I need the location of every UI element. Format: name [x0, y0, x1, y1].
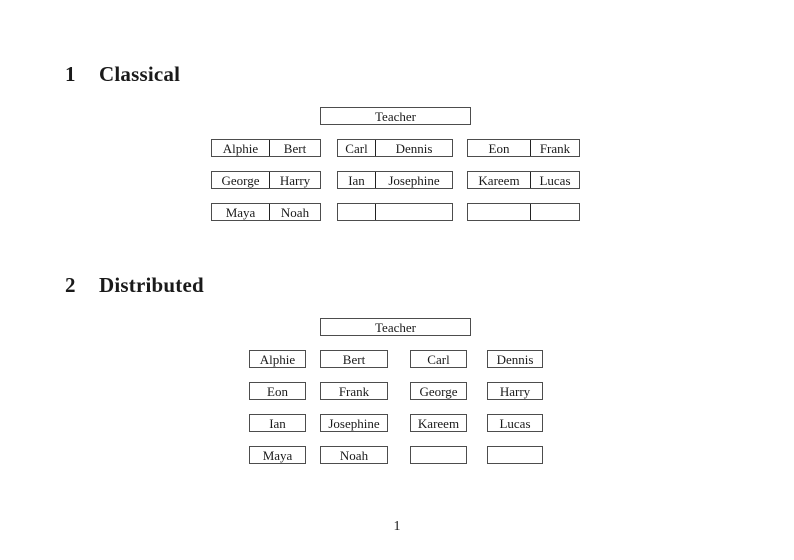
student-name: Carl: [427, 351, 450, 367]
desk-distributed-r1-c1: Alphie: [249, 350, 306, 368]
student-name: Maya: [225, 204, 256, 220]
section-1-number: 1: [65, 62, 76, 86]
desk-distributed-r3-c2: Josephine: [320, 414, 388, 432]
student-name: Dennis: [496, 351, 534, 367]
student-name: Dennis: [395, 140, 433, 156]
desk-seat-right: Bert: [270, 140, 320, 156]
section-2-title: Distributed: [99, 273, 204, 297]
desk-distributed-r1-c2: Bert: [320, 350, 388, 368]
teacher-label: Teacher: [375, 108, 416, 124]
student-name: Josephine: [388, 172, 440, 188]
student-name: Eon: [488, 140, 510, 156]
student-name: Bert: [283, 140, 307, 156]
teacher-box-distributed: Teacher: [320, 318, 471, 336]
desk-distributed-r4-c3-empty: [410, 446, 467, 464]
desk-distributed-r3-c1: Ian: [249, 414, 306, 432]
student-name: Harry: [499, 383, 531, 399]
desk-distributed-r4-c2: Noah: [320, 446, 388, 464]
student-name: Kareem: [417, 415, 460, 431]
desk-seat-right: [531, 204, 579, 220]
desk-seat-right: Josephine: [376, 172, 452, 188]
desk-seat-left: Alphie: [212, 140, 270, 156]
desk-distributed-r2-c2: Frank: [320, 382, 388, 400]
desk-seat-right: Harry: [270, 172, 320, 188]
desk-distributed-r4-c1: Maya: [249, 446, 306, 464]
student-name: Lucas: [499, 415, 531, 431]
student-name: Josephine: [328, 415, 380, 431]
desk-classical-r1-c3: Eon Frank: [467, 139, 580, 157]
desk-classical-r2-c1: George Harry: [211, 171, 321, 189]
desk-seat-right: Dennis: [376, 140, 452, 156]
desk-distributed-r2-c3: George: [410, 382, 467, 400]
student-name: George: [221, 172, 260, 188]
desk-distributed-r3-c4: Lucas: [487, 414, 543, 432]
desk-distributed-r2-c1: Eon: [249, 382, 306, 400]
desk-seat-left: Carl: [338, 140, 376, 156]
desk-seat-left: Kareem: [468, 172, 531, 188]
desk-seat-right: [376, 204, 452, 220]
student-name: Harry: [279, 172, 311, 188]
desk-seat-right: Frank: [531, 140, 579, 156]
student-name: Alphie: [259, 351, 296, 367]
student-name: Alphie: [222, 140, 259, 156]
desk-seat-left: Ian: [338, 172, 376, 188]
desk-seat-left: Eon: [468, 140, 531, 156]
desk-classical-r3-c1: Maya Noah: [211, 203, 321, 221]
desk-classical-r3-c2-empty: [337, 203, 453, 221]
desk-classical-r1-c2: Carl Dennis: [337, 139, 453, 157]
student-name: Noah: [339, 447, 369, 463]
desk-distributed-r1-c4: Dennis: [487, 350, 543, 368]
section-2-heading: 2 Distributed: [65, 274, 204, 296]
student-name: Bert: [342, 351, 366, 367]
student-name: Ian: [269, 415, 286, 431]
student-name: Noah: [280, 204, 310, 220]
desk-seat-left: George: [212, 172, 270, 188]
desk-classical-r2-c3: Kareem Lucas: [467, 171, 580, 189]
desk-distributed-r2-c4: Harry: [487, 382, 543, 400]
student-name: Kareem: [478, 172, 520, 188]
student-name: Ian: [348, 172, 365, 188]
student-name: Frank: [539, 140, 571, 156]
desk-seat-left: Maya: [212, 204, 270, 220]
section-1-heading: 1 Classical: [65, 63, 180, 85]
student-name: Frank: [338, 383, 370, 399]
section-1-title: Classical: [99, 62, 181, 86]
desk-classical-r3-c3-empty: [467, 203, 580, 221]
student-name: Carl: [345, 140, 368, 156]
desk-distributed-r1-c3: Carl: [410, 350, 467, 368]
student-name: Maya: [262, 447, 293, 463]
teacher-box-classical: Teacher: [320, 107, 471, 125]
student-name: Eon: [267, 383, 288, 399]
desk-seat-left: [468, 204, 531, 220]
desk-seat-right: Lucas: [531, 172, 579, 188]
section-2-number: 2: [65, 273, 76, 297]
student-name: Lucas: [539, 172, 571, 188]
desk-seat-left: [338, 204, 376, 220]
desk-classical-r1-c1: Alphie Bert: [211, 139, 321, 157]
student-name: George: [419, 383, 458, 399]
desk-seat-right: Noah: [270, 204, 320, 220]
desk-classical-r2-c2: Ian Josephine: [337, 171, 453, 189]
desk-distributed-r3-c3: Kareem: [410, 414, 467, 432]
desk-distributed-r4-c4-empty: [487, 446, 543, 464]
teacher-label: Teacher: [375, 319, 416, 335]
page-number: 1: [393, 519, 401, 534]
